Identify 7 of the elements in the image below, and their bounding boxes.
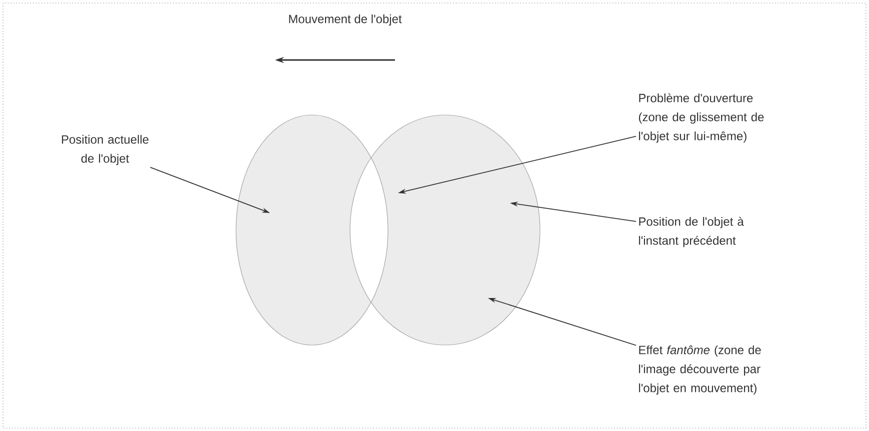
callout-text: Problème d'ouverture (zone de glissement de l'objet sur lui-même) — [638, 93, 764, 143]
callout-text: Effet fantôme (zone de l'image découverte par l'objet en mouvement) — [639, 345, 761, 395]
callout-text: Position de l'objet à l'instant précédent — [639, 216, 744, 248]
caption-text: Mouvement de l'objet — [289, 14, 402, 26]
ellipse-shape — [350, 114, 540, 346]
ellipse-shape — [236, 114, 388, 346]
callout-text: Position actuelle de l'objet — [62, 134, 148, 166]
